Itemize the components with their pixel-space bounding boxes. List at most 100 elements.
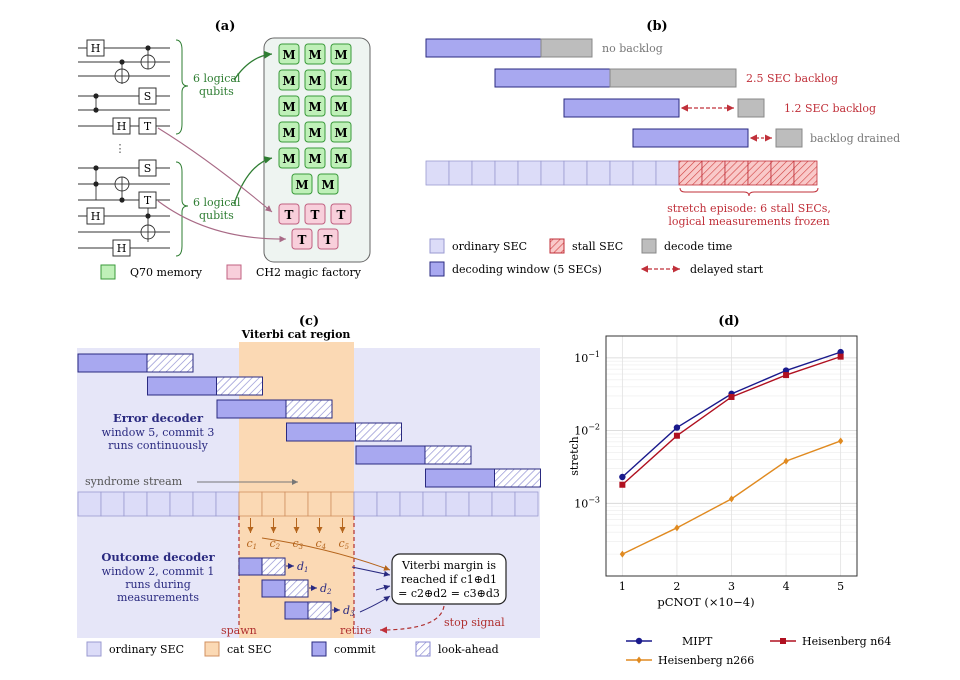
memory-cell-label: M xyxy=(321,178,334,192)
magic-cell xyxy=(317,228,339,250)
lookahead-block xyxy=(355,422,402,442)
memory-cell-label: M xyxy=(295,178,308,192)
panel-a-label: (a) xyxy=(215,19,236,34)
magic-cell xyxy=(330,203,352,225)
memory-cell xyxy=(304,147,326,169)
legend-series-label: Heisenberg n64 xyxy=(802,635,891,648)
data-point xyxy=(728,495,735,503)
x-tick-label: 4 xyxy=(783,580,790,593)
legend-decode-swatch xyxy=(641,238,657,254)
ordinary-sec xyxy=(494,160,519,186)
ordinary-sec xyxy=(468,491,493,517)
stretch-note: logical measurements frozen xyxy=(668,215,829,228)
gate-label: H xyxy=(117,120,127,133)
ordinary-sec xyxy=(399,491,424,517)
decode-time-bar xyxy=(609,68,737,88)
commit-block xyxy=(286,422,356,442)
syndrome-strip xyxy=(77,491,539,517)
memory-cell-label: M xyxy=(334,100,347,114)
decode-window-bar xyxy=(494,68,611,88)
memory-cell xyxy=(304,69,326,91)
legend-series-label: Heisenberg n266 xyxy=(658,654,754,667)
memory-cell xyxy=(278,95,300,117)
control-dots xyxy=(93,45,151,219)
memory-cell xyxy=(317,173,339,195)
error-decoder-line: runs continuously xyxy=(108,439,208,452)
vertical-dots: ⋮ xyxy=(115,142,126,155)
outcome-decoder-line: runs during xyxy=(125,578,191,591)
y-tick-label: 10−1 xyxy=(574,350,600,365)
x-tick-label: 3 xyxy=(728,580,735,593)
d1-to-margin-arrow xyxy=(351,566,391,577)
magic-cell xyxy=(304,203,326,225)
cnot-plus xyxy=(115,55,155,239)
legend-label: ordinary SEC xyxy=(452,240,527,253)
ordinary-sec xyxy=(215,491,240,517)
magic-cell-label: T xyxy=(285,208,294,222)
sec-strip xyxy=(425,160,818,186)
legend-magic-label: CH2 magic factory xyxy=(256,266,362,279)
cat-sec xyxy=(307,491,332,517)
magic-cell-label: T xyxy=(298,233,307,247)
data-point xyxy=(838,437,844,445)
legend-label: look-ahead xyxy=(438,643,499,656)
x-tick-label: 1 xyxy=(619,580,626,593)
memory-cell-label: M xyxy=(308,74,321,88)
legend-cat-swatch xyxy=(204,641,220,657)
legend-label: stall SEC xyxy=(572,240,623,253)
ordinary-sec xyxy=(353,491,378,517)
stall-sec xyxy=(678,160,703,186)
outcome-commit-block xyxy=(284,601,309,620)
outcome-decoder-line: window 2, commit 1 xyxy=(102,565,215,578)
legend-window-swatch xyxy=(429,261,445,277)
ordinary-sec xyxy=(169,491,194,517)
magic-cell xyxy=(278,203,300,225)
stall-sec xyxy=(747,160,772,186)
commit-block xyxy=(216,399,287,419)
d3-to-margin-arrow xyxy=(359,595,391,613)
memory-cell xyxy=(278,147,300,169)
cat-sec xyxy=(284,491,309,517)
magic-cell-label: T xyxy=(311,208,320,222)
gate-label: H xyxy=(117,242,127,255)
outcome-lookahead-block xyxy=(307,601,332,620)
ordinary-sec xyxy=(77,491,102,517)
ordinary-sec xyxy=(445,491,470,517)
stall-sec xyxy=(770,160,795,186)
memory-cell-label: M xyxy=(334,152,347,166)
arrow-magic-bottom xyxy=(157,200,287,243)
viterbi-margin-box xyxy=(391,553,507,605)
panel-c-label: (c) xyxy=(299,314,319,329)
error-decoder-title: Error decoder xyxy=(113,411,204,425)
margin-text: reached if c1⊕d1 xyxy=(401,573,497,586)
c1-to-margin-arrow xyxy=(261,537,391,571)
brace-top-label: qubits xyxy=(199,85,234,98)
arrow-magic-top xyxy=(157,127,273,213)
stretch-note: stretch episode: 6 stall SECs, xyxy=(667,202,831,215)
data-point xyxy=(636,656,642,664)
brace-bottom xyxy=(175,161,189,257)
error-decoder-windows xyxy=(77,353,541,488)
legend-label: commit xyxy=(334,643,376,656)
cat-sec xyxy=(261,491,286,517)
commit-block xyxy=(147,376,217,396)
brace-bottom-label: qubits xyxy=(199,209,234,222)
memory-cell xyxy=(291,173,313,195)
stall-brace xyxy=(679,187,819,197)
magic-cell-label: T xyxy=(337,208,346,222)
legend-commit-swatch xyxy=(311,641,327,657)
data-point xyxy=(673,432,680,439)
panel-b-label: (b) xyxy=(646,19,667,34)
chart-title: (d) xyxy=(718,314,739,329)
row-label: no backlog xyxy=(602,42,663,55)
d-label: d2 xyxy=(320,582,332,596)
ordinary-sec xyxy=(146,491,171,517)
memory-cell xyxy=(330,69,352,91)
gate-label: H xyxy=(91,42,101,55)
gate-label: S xyxy=(144,162,152,175)
legend-label: ordinary SEC xyxy=(109,643,184,656)
ordinary-sec xyxy=(655,160,680,186)
